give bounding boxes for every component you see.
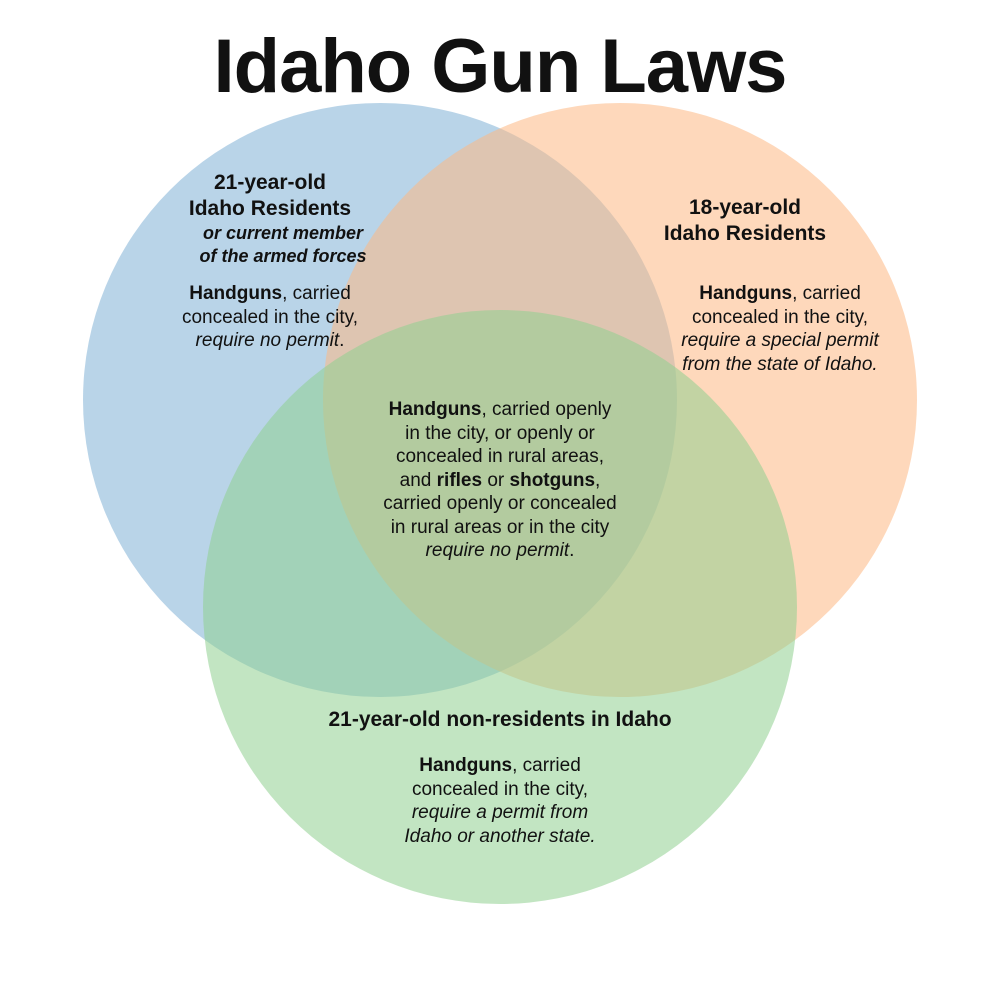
left-subheader-line1: or current member (202, 223, 364, 243)
left-body-line1: Handguns, carried (130, 282, 410, 306)
center-bold-shotguns: shotguns (509, 469, 596, 491)
right-body-line2: concealed in the city, (691, 306, 869, 328)
left-body-bold: Handguns (189, 283, 283, 304)
right-header-line2: Idaho Residents (663, 222, 827, 245)
center-line7: require no permit. (350, 539, 650, 563)
region-bottom-header: 21-year-old non-residents in Idaho (300, 707, 700, 733)
right-body-line1: Handguns, carried (660, 282, 900, 306)
center-line4-b: or (482, 469, 510, 491)
bottom-body-line4: Idaho or another state. (404, 825, 596, 847)
center-line1: Handguns, carried openly (350, 398, 650, 422)
left-subheader-line2: of the armed forces (199, 246, 367, 266)
center-bold-handguns: Handguns (388, 399, 482, 420)
right-body-line1-rest: , carried (792, 283, 861, 304)
left-body-line2: concealed in the city, (181, 306, 359, 328)
region-right-body: Handguns, carried concealed in the city,… (660, 282, 900, 376)
left-body-line3-end: . (339, 330, 345, 351)
region-left-text: 21-year-old Idaho Residents or current m… (130, 170, 410, 353)
region-center-text: Handguns, carried openly in the city, or… (350, 398, 650, 563)
bottom-body-line1-rest: , carried (512, 755, 581, 776)
center-line7-italic: require no permit (425, 540, 570, 561)
center-line4: and rifles or shotguns, (350, 469, 650, 493)
center-line4-a: and (399, 469, 437, 491)
right-body-bold: Handguns (699, 283, 793, 304)
bottom-body-line2: concealed in the city, (411, 778, 589, 800)
bottom-body-line1: Handguns, carried (380, 754, 620, 778)
left-body-line1-rest: , carried (282, 283, 351, 304)
center-line7-end: . (569, 540, 575, 561)
center-line1-rest: , carried openly (481, 399, 612, 420)
right-body-line3: require a special permit (681, 330, 879, 351)
center-line4-c: , (595, 469, 601, 491)
region-bottom-body: Handguns, carried concealed in the city,… (380, 754, 620, 848)
left-body-line3: require no permit. (130, 329, 410, 353)
region-right-text: 18-year-old Idaho Residents (620, 195, 870, 247)
center-line3: concealed in rural areas, (395, 446, 605, 467)
center-line5: carried openly or concealed (383, 493, 617, 514)
bottom-body-bold: Handguns (419, 755, 513, 776)
bottom-body-line3: require a permit from (411, 802, 589, 823)
center-line2: in the city, or openly or (405, 422, 595, 444)
left-body-line3-italic: require no permit (195, 330, 340, 351)
left-header-line2: Idaho Residents (188, 197, 352, 220)
right-body-line4: from the state of Idaho. (682, 353, 878, 375)
bottom-header: 21-year-old non-residents in Idaho (328, 708, 672, 731)
right-header-line1: 18-year-old (688, 196, 802, 219)
center-bold-rifles: rifles (436, 469, 483, 491)
circle-21-year-old-non-residents (203, 310, 797, 904)
left-header-line1: 21-year-old (213, 171, 327, 194)
center-line6: in rural areas or in the city (390, 516, 610, 538)
page-title: Idaho Gun Laws (213, 24, 788, 109)
